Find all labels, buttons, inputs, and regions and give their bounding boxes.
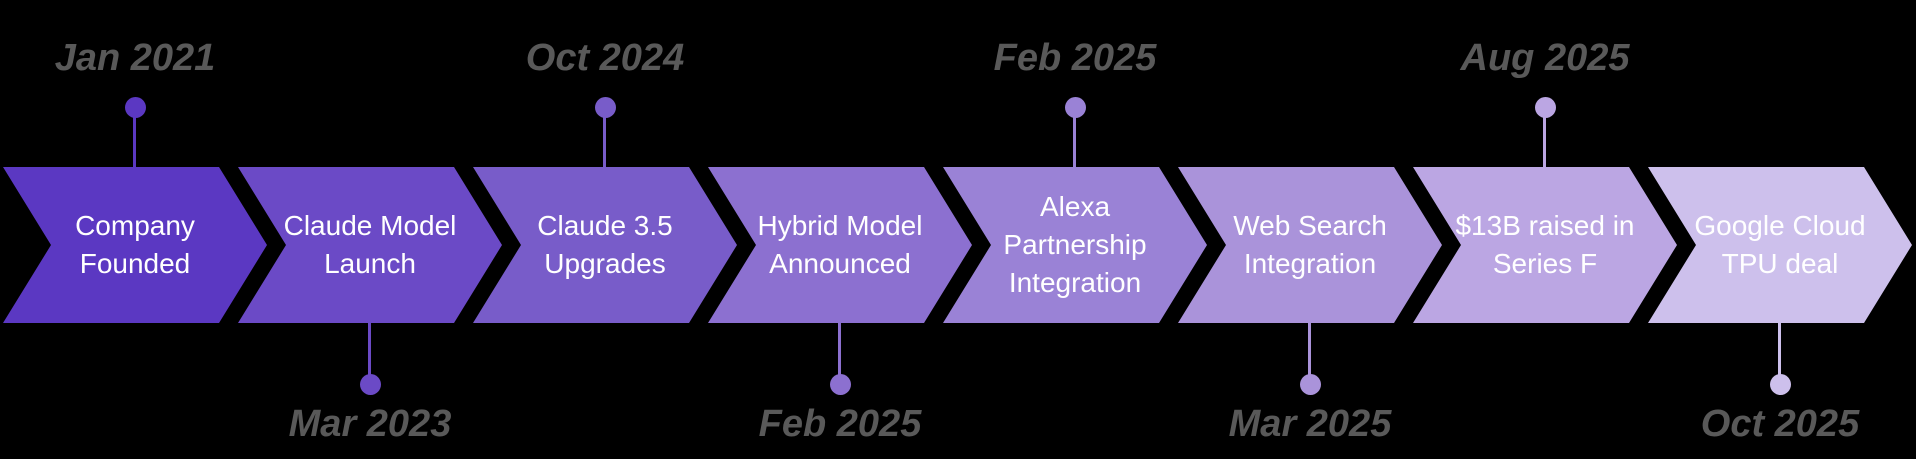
milestone-label-line: Web Search <box>1233 210 1387 241</box>
marker-stem <box>1778 323 1781 375</box>
milestone-date: Aug 2025 <box>1460 37 1630 79</box>
milestone-date: Mar 2023 <box>288 403 452 445</box>
milestone-date: Oct 2024 <box>525 37 685 79</box>
chevron-shape: $13B raised in Series F <box>1413 167 1677 323</box>
milestone-label-line: Founded <box>79 248 191 279</box>
marker-dot <box>830 374 851 395</box>
milestone-date: Mar 2025 <box>1228 403 1392 445</box>
milestone-label-line: Alexa <box>1039 191 1111 222</box>
milestone-label-line: Launch <box>324 248 416 279</box>
milestone-label-line: $13B raised in <box>1455 210 1635 241</box>
marker-stem <box>1543 112 1546 167</box>
milestone-label-line: Series F <box>1492 248 1598 279</box>
milestone-date: Feb 2025 <box>758 403 922 445</box>
milestone-label: $13B raised in Series F <box>1413 207 1677 283</box>
milestone-label-line: Upgrades <box>544 248 666 279</box>
marker-stem <box>1073 112 1076 167</box>
milestone-label-line: Announced <box>769 248 911 279</box>
milestone-date: Feb 2025 <box>993 37 1157 79</box>
marker-dot <box>1300 374 1321 395</box>
milestone-label-line: Claude Model <box>283 210 457 241</box>
marker-dot <box>360 374 381 395</box>
marker-dot <box>125 97 146 118</box>
milestone-label-line: Google Cloud <box>1694 210 1866 241</box>
milestone-label-line: Claude 3.5 <box>537 210 673 241</box>
milestone-label-line: Integration <box>1008 267 1142 298</box>
milestone-label-line: Integration <box>1243 248 1377 279</box>
marker-dot <box>1065 97 1086 118</box>
milestone-label-line: TPU deal <box>1721 248 1839 279</box>
marker-stem <box>368 323 371 375</box>
marker-stem <box>838 323 841 375</box>
milestone-label-line: Hybrid Model <box>757 210 923 241</box>
milestone-date: Oct 2025 <box>1700 403 1860 445</box>
milestone-label-line: Company <box>75 210 195 241</box>
milestone-date: Jan 2021 <box>54 37 216 79</box>
marker-stem <box>1308 323 1311 375</box>
marker-stem <box>603 112 606 167</box>
milestone-label-line: Partnership <box>1003 229 1147 260</box>
marker-dot <box>1535 97 1556 118</box>
marker-stem <box>133 112 136 167</box>
marker-dot <box>595 97 616 118</box>
marker-dot <box>1770 374 1791 395</box>
timeline-milestone: $13B raised in Series F Aug 2025 <box>1413 0 1677 459</box>
